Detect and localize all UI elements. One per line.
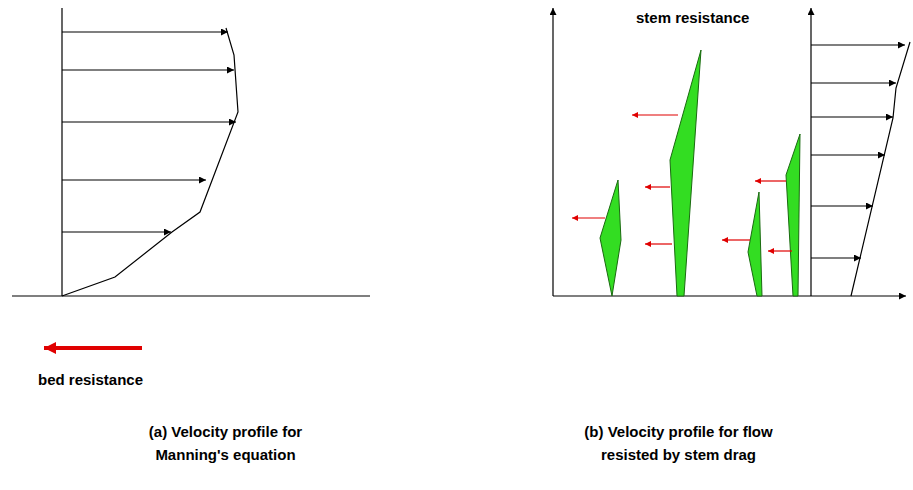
bed-resistance-label: bed resistance	[38, 368, 198, 391]
velocity-arrow	[62, 121, 236, 122]
velocity-arrow	[62, 69, 234, 70]
axis	[61, 8, 62, 296]
axis	[552, 8, 553, 296]
drag-arrow	[645, 243, 672, 244]
velocity-arrow	[62, 231, 171, 232]
velocity-arrow	[811, 257, 861, 258]
plant-stem	[670, 50, 701, 296]
drag-arrow	[722, 239, 750, 240]
stem-resistance-label: stem resistance	[636, 6, 776, 29]
velocity-arrow	[811, 44, 905, 45]
panel-b	[553, 8, 910, 296]
velocity-arrow	[811, 154, 885, 155]
caption-b: (b) Velocity profile for flow resisted b…	[566, 420, 791, 466]
drag-arrow	[768, 250, 792, 251]
bed-line	[553, 295, 906, 296]
stem-drag-arrows	[572, 115, 792, 251]
panel-a	[12, 8, 370, 296]
drag-arrow	[755, 180, 786, 181]
velocity-profile	[62, 28, 238, 296]
bed-resistance-arrow	[44, 346, 142, 350]
drag-arrow	[632, 114, 678, 115]
drag-arrow	[572, 217, 605, 218]
bed-line	[12, 295, 370, 296]
plant-stem	[600, 180, 621, 296]
velocity-arrow	[811, 205, 873, 206]
velocity-arrow	[62, 179, 206, 180]
caption-a: (a) Velocity profile for Manning's equat…	[128, 420, 323, 466]
velocity-arrow	[811, 116, 893, 117]
velocity-arrow	[62, 31, 228, 32]
stems	[600, 50, 800, 296]
drag-arrow	[645, 186, 670, 187]
axis	[810, 8, 811, 296]
plant-stem	[748, 192, 762, 296]
velocity-arrow	[811, 82, 896, 83]
plant-stem	[786, 134, 800, 296]
